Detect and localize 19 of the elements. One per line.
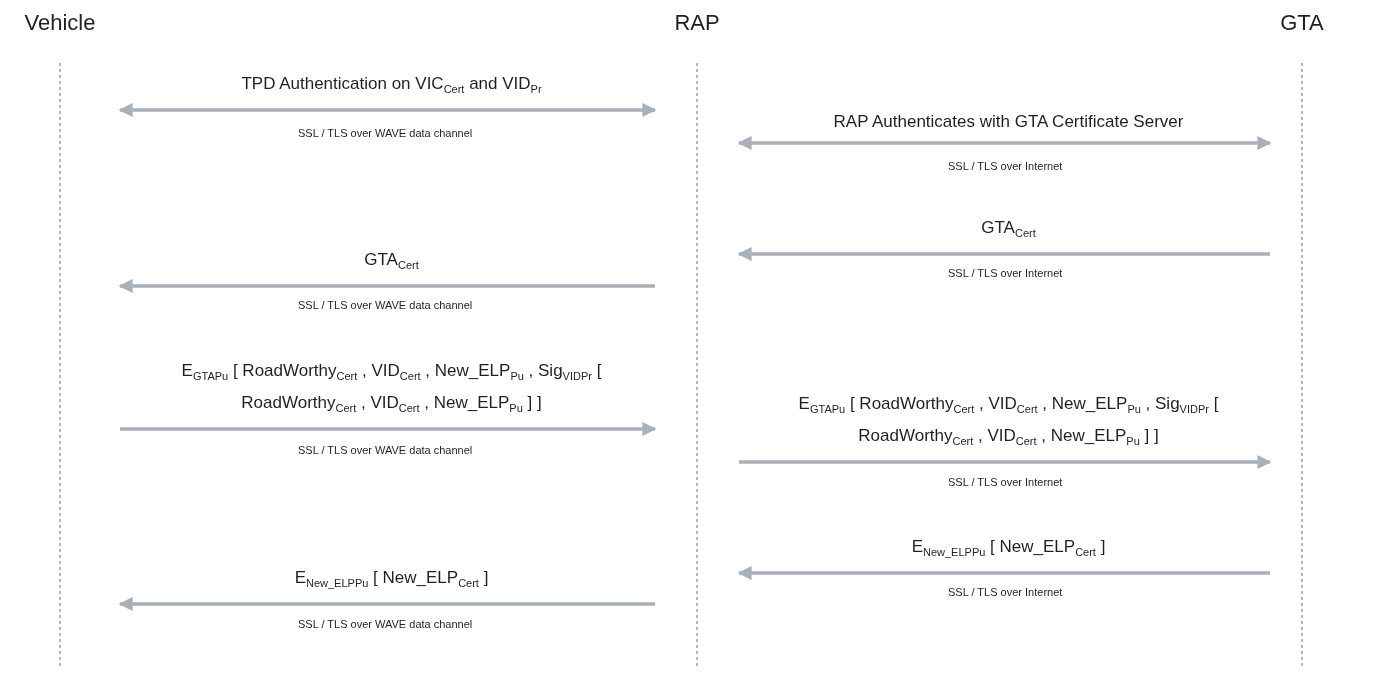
message-arrow <box>118 597 655 611</box>
message-arrow <box>120 422 657 436</box>
message-arrow <box>739 455 1272 469</box>
channel-note: SSL / TLS over Internet <box>946 475 1065 489</box>
message-arrow <box>737 247 1270 261</box>
participant-label: Vehicle <box>23 9 97 37</box>
channel-note: SSL / TLS over WAVE data channel <box>296 126 475 140</box>
channel-note: SSL / TLS over Internet <box>946 159 1065 173</box>
channel-note: SSL / TLS over WAVE data channel <box>296 617 475 631</box>
channel-note: SSL / TLS over Internet <box>946 585 1065 599</box>
message-arrow <box>737 136 1272 150</box>
participant-label: GTA <box>1279 9 1325 37</box>
message-arrow <box>118 279 655 293</box>
channel-note: SSL / TLS over WAVE data channel <box>296 298 475 312</box>
message-arrow <box>737 566 1270 580</box>
participant-label: RAP <box>673 9 721 37</box>
channel-note: SSL / TLS over WAVE data channel <box>296 443 475 457</box>
message-arrow <box>118 103 657 117</box>
channel-note: SSL / TLS over Internet <box>946 266 1065 280</box>
